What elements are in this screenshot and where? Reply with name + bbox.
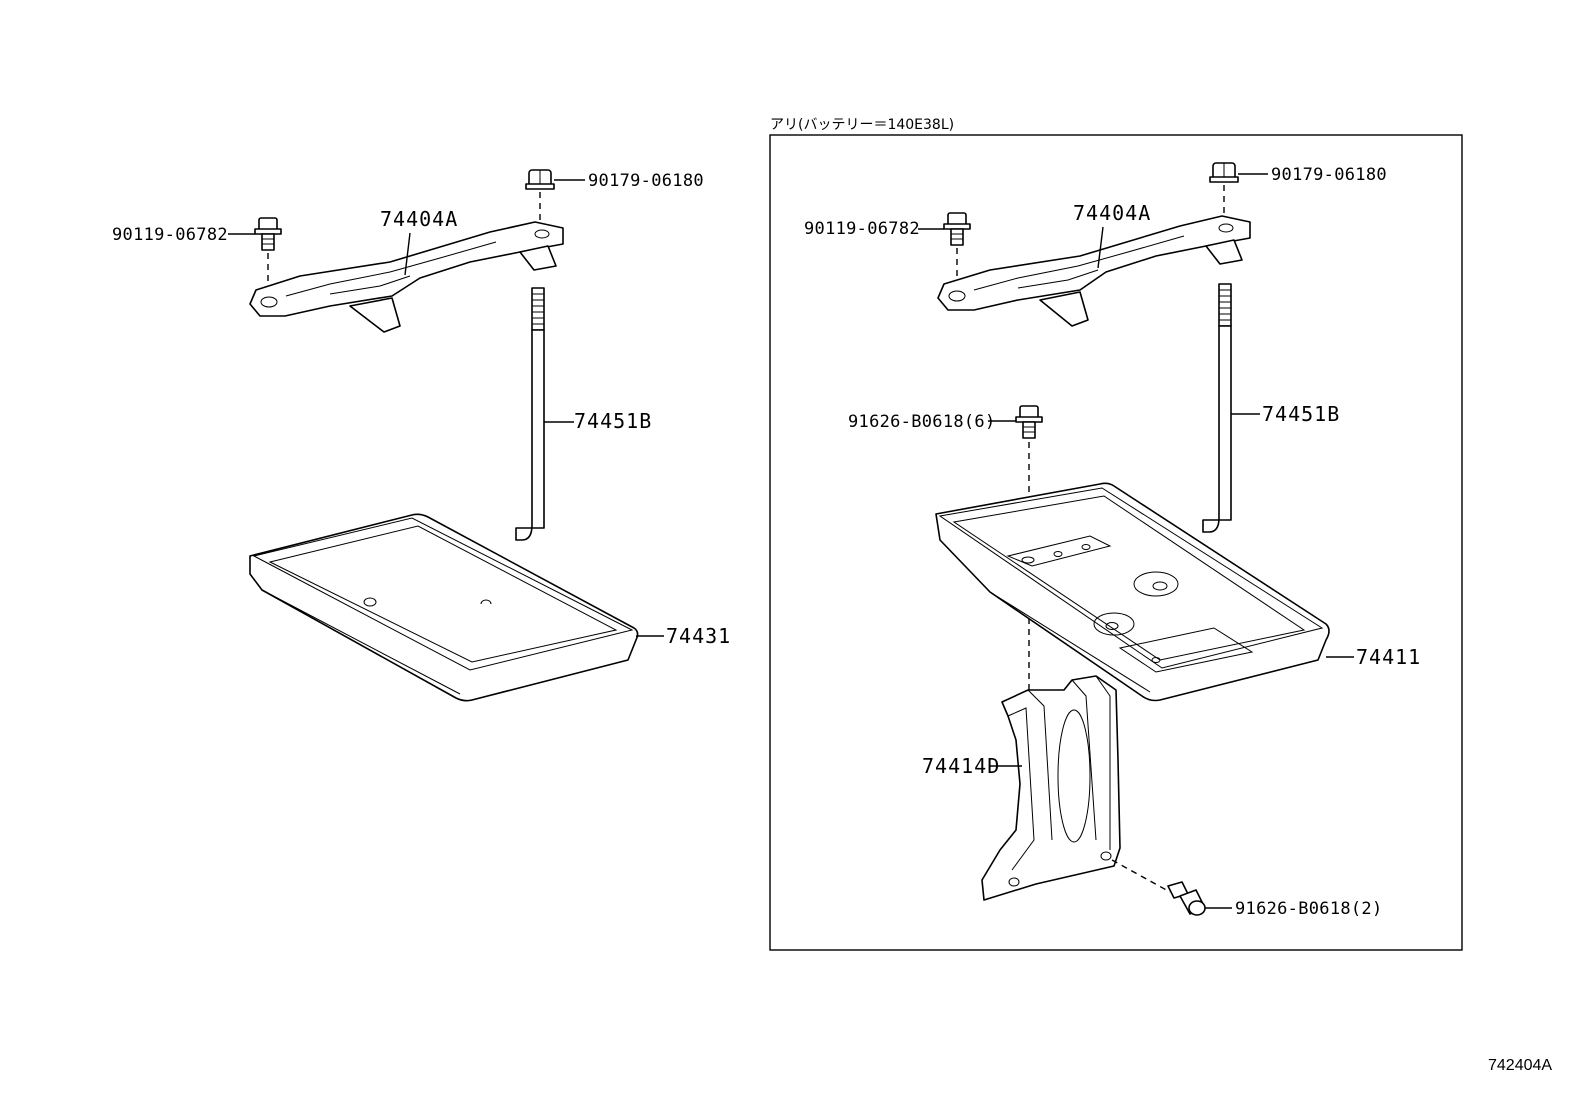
right-tray bbox=[935, 482, 1330, 702]
right-bracket-bolt-label: 91626-B0618(2) bbox=[1235, 899, 1383, 919]
right-bolt-label: 90119-06782 bbox=[804, 219, 920, 239]
left-clamp bbox=[249, 221, 564, 333]
right-rod-label: 74451B bbox=[1262, 402, 1340, 426]
left-nut-label: 90179-06180 bbox=[588, 171, 704, 191]
left-rod-label: 74451B bbox=[574, 409, 652, 433]
right-clamp bbox=[937, 215, 1251, 327]
left-bolt-icon bbox=[254, 217, 282, 251]
left-nut-icon bbox=[525, 169, 555, 190]
left-assembly bbox=[228, 169, 664, 702]
left-rod bbox=[515, 287, 545, 541]
right-nut-icon bbox=[1209, 162, 1239, 183]
variant-caption: アリ(バッテリー＝140E38L) bbox=[770, 117, 954, 133]
right-rod bbox=[1202, 283, 1232, 533]
right-tray-bolt-label: 91626-B0618(6) bbox=[848, 412, 996, 432]
right-tray-bolt-icon bbox=[1015, 405, 1043, 439]
left-bolt-label: 90119-06782 bbox=[112, 225, 228, 245]
left-clamp-label: 74404A bbox=[380, 207, 458, 231]
right-bracket-bolt-icon bbox=[1167, 881, 1206, 916]
left-tray-label: 74431 bbox=[666, 624, 731, 648]
right-nut-label: 90179-06180 bbox=[1271, 165, 1387, 185]
figure-code: 742404A bbox=[1488, 1057, 1552, 1074]
right-bracket bbox=[981, 675, 1121, 901]
right-tray-label: 74411 bbox=[1356, 645, 1421, 669]
left-tray bbox=[249, 513, 639, 702]
right-assembly bbox=[918, 162, 1354, 916]
variant-box bbox=[769, 134, 1463, 951]
right-clamp-label: 74404A bbox=[1073, 201, 1151, 225]
right-bracket-label: 74414D bbox=[922, 754, 1000, 778]
right-bolt-icon bbox=[943, 212, 971, 246]
